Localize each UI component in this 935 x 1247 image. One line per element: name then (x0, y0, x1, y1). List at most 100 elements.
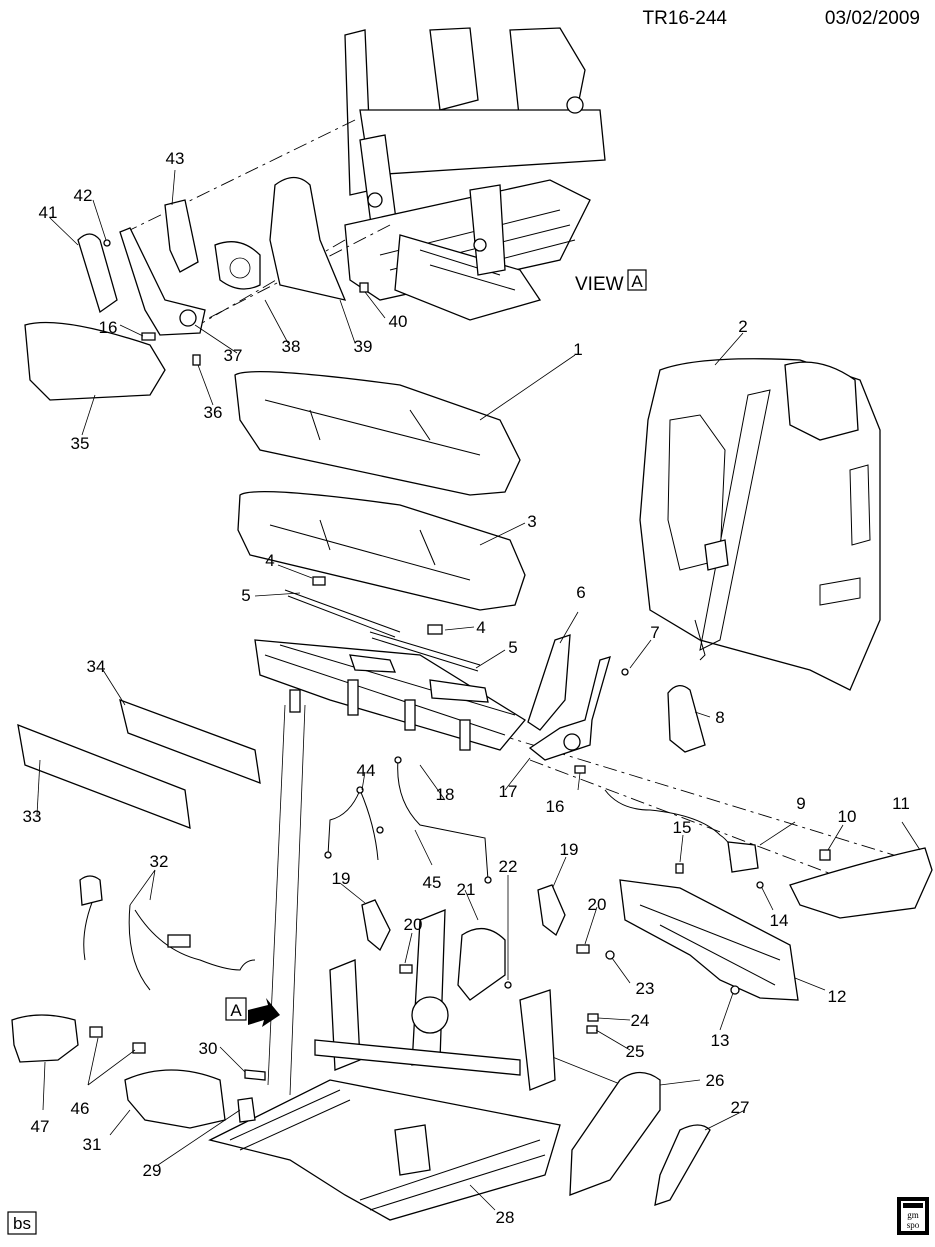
part-42-screw (103, 239, 111, 247)
callout-4: 4 (265, 551, 274, 570)
callout-8: 8 (715, 708, 724, 727)
callout-2: 2 (738, 317, 747, 336)
callout-23: 23 (636, 979, 655, 998)
callout-1: 1 (573, 340, 582, 359)
callout-9: 9 (796, 794, 805, 813)
part-18-seat-pan (254, 639, 526, 751)
part-46-clip (132, 1042, 146, 1054)
part-6-bracket (527, 634, 571, 731)
part-39-cover (269, 176, 347, 301)
callout-22: 22 (499, 857, 518, 876)
part-12-bracket (619, 879, 799, 1001)
callout-37: 37 (224, 346, 243, 365)
callout-33: 33 (23, 807, 42, 826)
part-9-harness (604, 789, 732, 861)
callout-47: 47 (31, 1117, 50, 1136)
callout-11: 11 (892, 794, 910, 813)
part-7-screw (621, 668, 629, 676)
corner-tag-box (7, 1211, 37, 1235)
callout-5: 5 (241, 586, 250, 605)
part-36-clip (192, 354, 201, 366)
callout-31: 31 (83, 1135, 102, 1154)
part-17-recliner (528, 656, 611, 761)
part-24-bolt (587, 1013, 599, 1022)
callout-32: 32 (150, 852, 169, 871)
callout-42: 42 (74, 186, 93, 205)
callout-38: 38 (282, 337, 301, 356)
callout-25: 25 (626, 1042, 645, 1061)
callout-numbers: 1 2 3 4 4 5 5 6 7 8 9 10 11 12 13 14 15 … (23, 149, 910, 1227)
part-4-spring (312, 576, 326, 586)
part-31-cover (124, 1069, 226, 1129)
callout-21: 21 (457, 880, 476, 899)
part-19-buckle (361, 899, 391, 952)
view-letter: A (631, 272, 643, 291)
callout-29: 29 (143, 1161, 162, 1180)
part-34-panel (119, 698, 261, 785)
callout-34: 34 (87, 657, 106, 676)
callout-27: 27 (731, 1098, 750, 1117)
callout-41: 41 (39, 203, 58, 222)
part-19-buckle (537, 884, 566, 937)
callout-14: 14 (770, 911, 789, 930)
callout-10: 10 (838, 807, 857, 826)
logo-bottom-text: spo (907, 1220, 920, 1230)
callout-30: 30 (199, 1039, 218, 1058)
part-44-cable (327, 789, 379, 861)
callout-16: 16 (99, 318, 118, 337)
part-26-cover (569, 1071, 661, 1196)
part-29-clip (237, 1097, 256, 1123)
part-16-bolt (141, 332, 156, 341)
callout-12: 12 (828, 987, 847, 1006)
callout-13: 13 (711, 1031, 730, 1050)
callout-18: 18 (436, 785, 455, 804)
callout-17: 17 (499, 782, 518, 801)
diagram-date: 03/02/2009 (825, 8, 920, 29)
callout-6: 6 (576, 583, 585, 602)
callout-19: 19 (560, 840, 579, 859)
view-arrow-letter: A (230, 1001, 242, 1020)
part-43-bracket (164, 199, 199, 273)
callout-15: 15 (673, 818, 692, 837)
gm-spo-logo: gm spo (897, 1197, 929, 1235)
callout-46: 46 (71, 1099, 90, 1118)
part-27-cover (654, 1124, 711, 1206)
callout-7: 7 (650, 623, 659, 642)
part-16-bolt (574, 765, 586, 774)
callout-19: 19 (332, 869, 351, 888)
callout-43: 43 (166, 149, 185, 168)
view-a-seat-frame (344, 27, 606, 321)
callout-44: 44 (357, 761, 376, 780)
callout-28: 28 (496, 1208, 515, 1227)
callout-24: 24 (631, 1011, 650, 1030)
part-13-nut (730, 985, 740, 995)
part-20-bolt (576, 944, 590, 954)
part-5-wire (369, 631, 481, 672)
callout-35: 35 (71, 434, 90, 453)
part-45-cable (397, 759, 489, 881)
part-23-nut (605, 950, 615, 960)
part-22-pin (504, 981, 512, 989)
callout-36: 36 (204, 403, 223, 422)
part-5-wire (284, 589, 401, 638)
part-47-cover (11, 1014, 79, 1063)
part-1-cushion-cover (234, 371, 521, 496)
callout-5: 5 (508, 638, 517, 657)
callout-leaders (36, 169, 921, 1211)
view-letter-box (627, 269, 647, 291)
leader-line (499, 734, 911, 861)
part-28-base-frame (208, 1079, 561, 1221)
callout-26: 26 (706, 1071, 725, 1090)
part-14-screw (756, 881, 764, 889)
part-21-cover (457, 928, 506, 1001)
callout-20: 20 (404, 915, 423, 934)
part-33-panel (17, 723, 191, 829)
part-3-cushion-pad (237, 491, 526, 611)
part-20-bolt (399, 964, 413, 974)
part-25-bolt (586, 1025, 598, 1034)
view-arrow: A (225, 997, 280, 1027)
callout-4: 4 (476, 618, 485, 637)
part-40-clip (359, 282, 369, 293)
